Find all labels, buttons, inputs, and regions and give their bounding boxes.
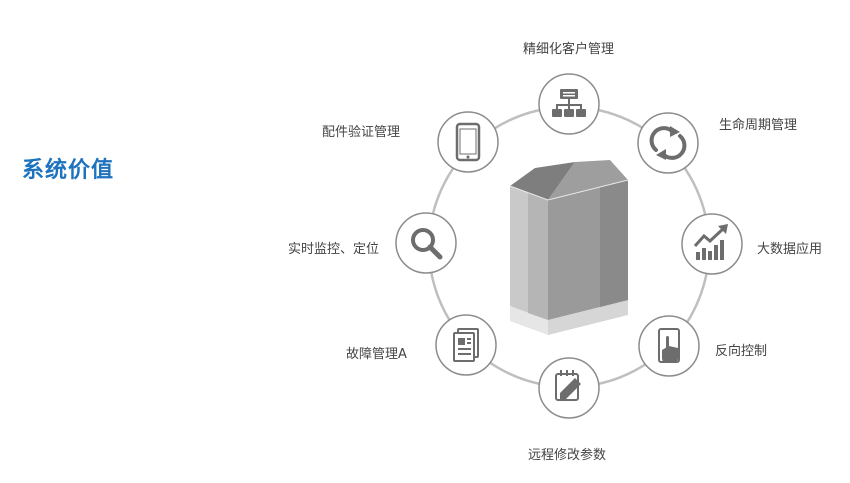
- touch-phone-icon: [658, 328, 680, 363]
- document-icon: [453, 328, 479, 362]
- label-reverse: 反向控制: [715, 344, 768, 359]
- node-parts: [437, 111, 499, 173]
- node-monitor: [395, 212, 457, 274]
- phone-icon: [455, 122, 481, 162]
- page-title: 系统价值: [22, 158, 115, 183]
- refresh-cycle-icon: [649, 126, 687, 160]
- node-fault: [435, 314, 497, 376]
- cabinet-illustration: [509, 160, 629, 335]
- magnifier-icon: [411, 228, 443, 260]
- node-lifecycle: [637, 112, 699, 174]
- label-bigdata: 大数据应用: [757, 242, 823, 257]
- node-bigdata: [681, 213, 743, 275]
- node-remote: [538, 357, 600, 419]
- rising-chart-icon: [693, 224, 728, 260]
- hierarchy-icon: [552, 89, 586, 117]
- edit-pencil-icon: [555, 370, 581, 401]
- node-reverse: [638, 315, 700, 377]
- label-fault: 故障管理A: [346, 347, 407, 362]
- label-monitor: 实时监控、定位: [288, 242, 380, 257]
- label-parts: 配件验证管理: [322, 125, 401, 140]
- label-remote: 远程修改参数: [528, 448, 607, 463]
- label-lifecycle: 生命周期管理: [719, 118, 798, 133]
- label-customer: 精细化客户管理: [523, 42, 615, 57]
- node-customer: [538, 73, 600, 135]
